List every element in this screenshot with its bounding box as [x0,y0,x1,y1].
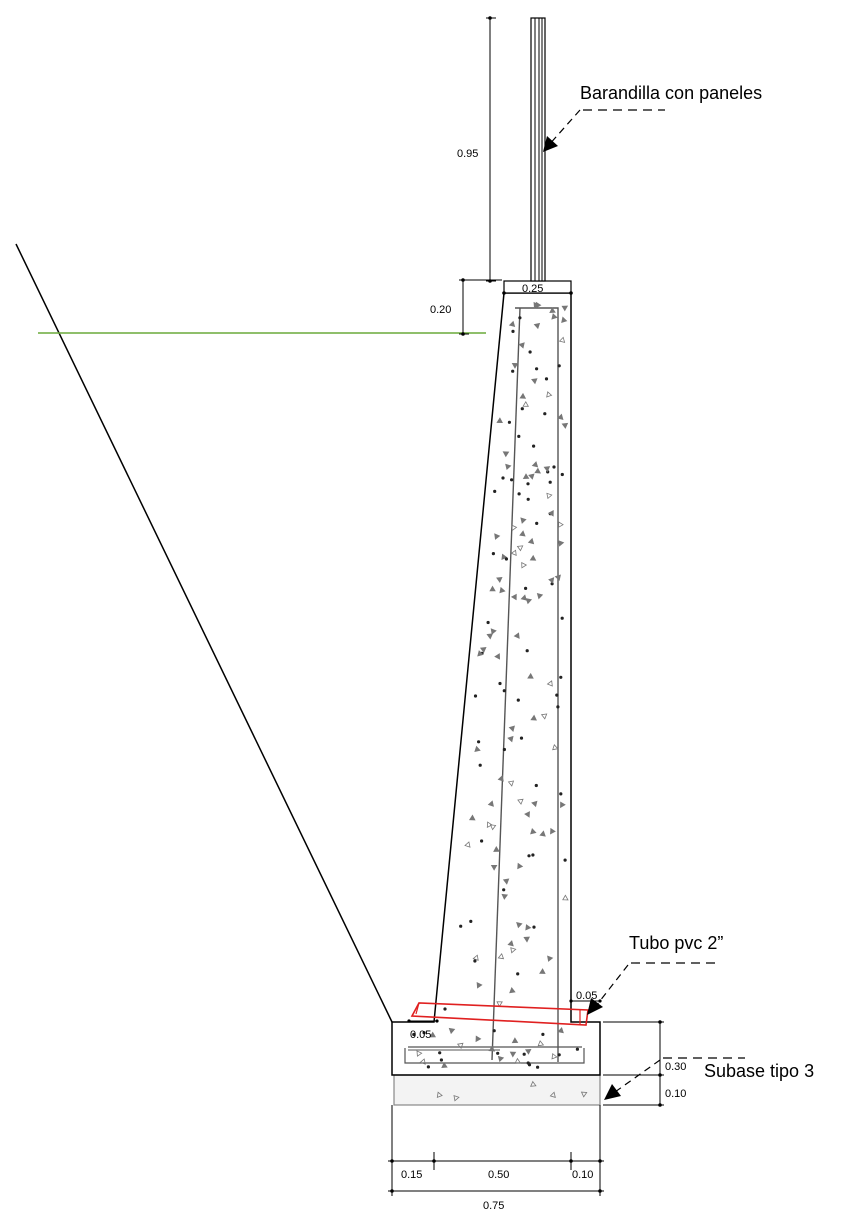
dim-toe-width-label: 0.15 [401,1169,422,1181]
dim-railing-height: 0.95 [457,16,496,283]
dim-crown-to-ground: 0.20 [430,278,502,336]
dim-railing-height-label: 0.95 [457,148,478,160]
dim-footing-height-label: 0.30 [665,1061,686,1073]
dim-crown-to-ground-label: 0.20 [430,304,451,316]
callout-railing-label: Barandilla con paneles [580,83,762,103]
dim-pipe-right-label: 0.05 [576,990,597,1002]
rebar-front [491,307,521,1061]
dim-heel-width-label: 0.10 [572,1169,593,1181]
dim-subbase-height-label: 0.10 [665,1088,686,1100]
dim-pipe-right: 0.05 [569,990,602,1003]
dim-stem-base-width-label: 0.50 [488,1169,509,1181]
slope-line [15,243,393,1023]
dim-base-widths: 0.15 0.50 0.10 0.75 [388,1105,604,1210]
railing [530,17,546,282]
wall-outline [391,292,601,1076]
dim-footing-height: 0.30 [603,1020,686,1077]
callout-subbase: Subase tipo 3 [604,1057,814,1100]
callout-pipe-label: Tubo pvc 2” [629,933,723,953]
callout-pipe: Tubo pvc 2” [587,933,723,1015]
aggregate-texture [412,301,588,1102]
dim-pipe-left: 0.05 [407,1019,439,1041]
drain-pipe [410,1002,589,1026]
dim-total-width-label: 0.75 [483,1200,504,1210]
callout-railing: Barandilla con paneles [543,83,762,152]
dim-pipe-left-label: 0.05 [410,1029,431,1041]
rebar-back [515,307,559,1062]
rebar-bottom [404,1048,585,1064]
subbase-layer [393,1074,601,1106]
callout-subbase-label: Subase tipo 3 [704,1061,814,1081]
dim-wall-top-width: 0.25 [502,283,573,295]
dim-wall-top-width-label: 0.25 [522,283,543,295]
dim-subbase-height: 0.10 [603,1075,686,1107]
